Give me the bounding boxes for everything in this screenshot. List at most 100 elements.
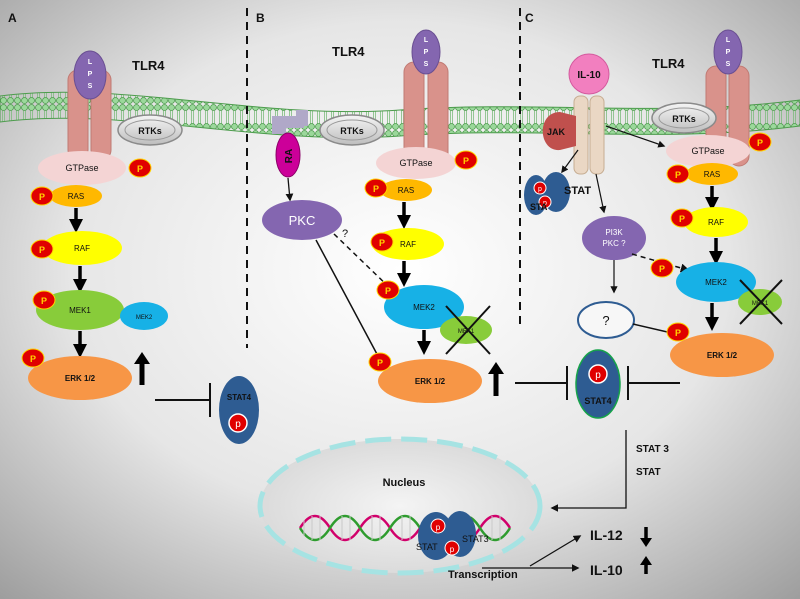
erk-b xyxy=(378,359,482,403)
gtpase-label-c: GTPase xyxy=(691,146,724,156)
svg-text:p: p xyxy=(235,419,241,430)
lps-ligand-b: L P S xyxy=(411,29,441,75)
stat-short-label-c: STA xyxy=(530,202,548,212)
pkc-b xyxy=(262,200,342,240)
raf-c xyxy=(684,207,748,237)
raf-label-b: RAF xyxy=(400,240,416,249)
pkc-erk-line-b xyxy=(315,239,379,357)
svg-text:P: P xyxy=(424,49,429,56)
svg-text:L: L xyxy=(88,59,93,66)
mek2-label-a: MEK2 xyxy=(136,315,153,321)
il10-output: IL-10 xyxy=(590,556,652,578)
nucleus: Nucleus p p STAT STAT3 Transcription xyxy=(257,436,582,581)
nuclear-stat-label: STAT xyxy=(416,542,438,552)
ra-ligand-b xyxy=(275,132,301,178)
mek2-c xyxy=(676,262,756,302)
stat-label-c: STAT xyxy=(564,185,591,197)
ras-label-c: RAS xyxy=(704,170,720,179)
panel-letter-c: C xyxy=(525,11,534,25)
stat4-a xyxy=(219,376,259,444)
mek2-label-b: MEK2 xyxy=(413,303,435,312)
gtpase-label-a: GTPase xyxy=(65,163,98,173)
svg-text:p: p xyxy=(436,523,441,532)
svg-text:p: p xyxy=(538,186,542,193)
rtks-label-b: RTKs xyxy=(340,126,364,136)
rtks-a: RTKs xyxy=(117,114,183,146)
svg-text:S: S xyxy=(726,61,731,68)
il10-label-c: IL-10 xyxy=(577,70,601,81)
ra-label-b: RA xyxy=(284,149,295,163)
pi3k-label-c: PI3K xyxy=(605,228,623,237)
ras-b xyxy=(380,179,432,201)
svg-text:P: P xyxy=(679,214,685,224)
phospho-gtpase-b: P xyxy=(454,150,478,170)
ras-a xyxy=(50,185,102,207)
rtks-label-a: RTKs xyxy=(138,126,162,136)
raf-a xyxy=(42,231,122,265)
svg-text:P: P xyxy=(137,164,143,174)
phospho-gtpase-c: P xyxy=(748,132,772,152)
jak-c xyxy=(542,112,576,151)
tlr4-label-a: TLR4 xyxy=(132,58,165,73)
svg-text:P: P xyxy=(726,49,731,56)
mek2-label-c: MEK2 xyxy=(705,278,727,287)
svg-text:p: p xyxy=(450,545,455,554)
mek2-a xyxy=(120,302,168,330)
phospho-raf-a: P xyxy=(30,239,54,259)
unknown-label-c: ? xyxy=(602,313,609,328)
raf-label-a: RAF xyxy=(74,244,90,253)
gtpase-c xyxy=(666,135,750,167)
tlr4-label-b: TLR4 xyxy=(332,44,365,59)
svg-text:P: P xyxy=(385,286,391,296)
svg-text:P: P xyxy=(463,156,469,166)
stat4-label-a: STAT4 xyxy=(227,393,252,402)
svg-text:P: P xyxy=(373,184,379,194)
rtks-label-c: RTKs xyxy=(672,114,696,124)
svg-text:S: S xyxy=(424,61,429,68)
phospho-ras-c: P xyxy=(666,164,690,184)
gtpase-a xyxy=(38,151,126,185)
phospho-ras-a: P xyxy=(30,186,54,206)
phospho-mek-b: P xyxy=(376,280,400,300)
svg-text:L: L xyxy=(726,37,731,44)
ras-label-b: RAS xyxy=(398,186,414,195)
panel-a: L P S TLR4 RTKs GTPase P RAS P RAF P MEK… xyxy=(21,50,259,444)
erk-label-c: ERK 1/2 xyxy=(707,351,738,360)
pkc-question-b: ? xyxy=(342,228,348,240)
dna-helix xyxy=(298,514,512,542)
stat4-label-c: STAT4 xyxy=(584,396,611,406)
arrow-stat-nucleus-c xyxy=(550,430,627,512)
stat-label-c2: STAT xyxy=(636,467,661,478)
phospho-mek-a: P xyxy=(32,290,56,310)
erk-label-b: ERK 1/2 xyxy=(415,377,446,386)
up-arrow-head-b xyxy=(488,362,504,374)
mek1-cross-c xyxy=(739,279,783,325)
mek1-a xyxy=(36,290,124,330)
mek2-b xyxy=(384,285,464,329)
il10-ligand-c xyxy=(568,53,610,95)
svg-text:P: P xyxy=(30,354,36,364)
tlr4-label-c: TLR4 xyxy=(652,56,685,71)
phospho-erk-b: P xyxy=(368,352,392,372)
up-arrow-head-il10 xyxy=(640,556,652,565)
dashed-arrow-pkc-mek-b xyxy=(333,233,394,292)
nuclear-stat3-label: STAT3 xyxy=(462,534,489,544)
phospho-gtpase-a: P xyxy=(128,158,152,178)
svg-text:P: P xyxy=(41,296,47,306)
arrow-receptor-gtpase-c xyxy=(605,125,666,148)
svg-text:P: P xyxy=(379,238,385,248)
arrow-receptor-stat-c xyxy=(561,149,579,174)
nuclear-stat-dimer: p p xyxy=(418,511,476,560)
il10-label: IL-10 xyxy=(590,562,623,578)
svg-text:P: P xyxy=(39,192,45,202)
erk-c xyxy=(670,333,774,377)
mek1-b xyxy=(440,316,492,344)
svg-text:S: S xyxy=(88,83,93,90)
svg-text:p: p xyxy=(543,200,547,207)
il12-output: IL-12 xyxy=(590,527,652,547)
rtks-b: RTKs xyxy=(319,114,385,146)
ra-receptor-b xyxy=(272,110,308,134)
phospho-raf-c: P xyxy=(670,208,694,228)
lps-ligand-a: L P S xyxy=(73,50,107,100)
